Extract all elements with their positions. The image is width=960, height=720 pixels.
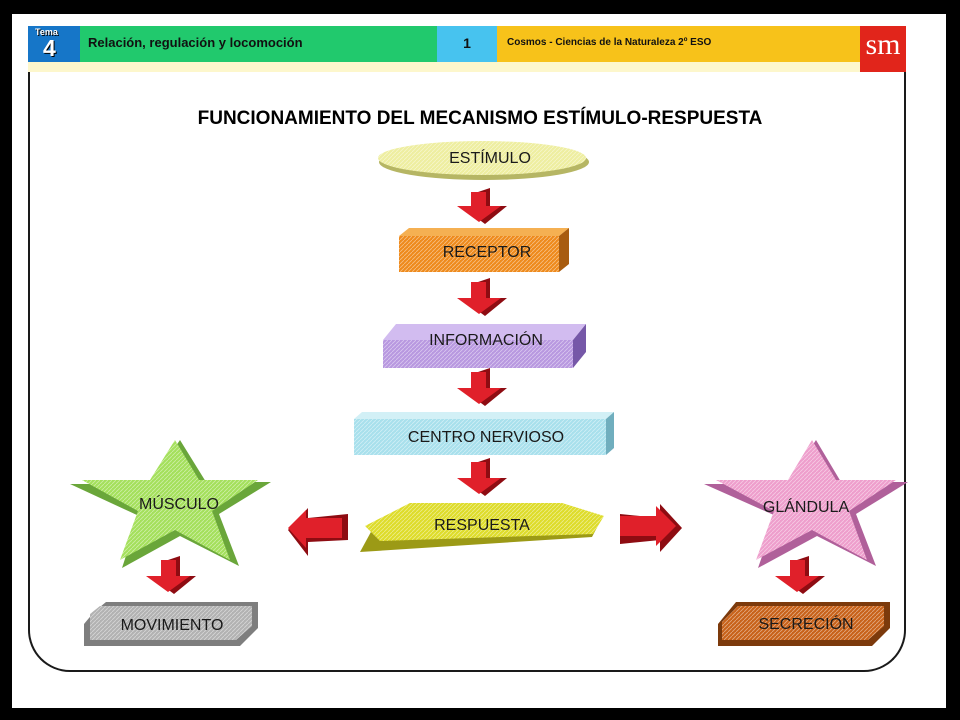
page-number: 1 [463,35,471,51]
node-centro-nervioso: CENTRO NERVIOSO [354,412,614,455]
node-receptor: RECEPTOR [399,228,569,272]
red-block-arrow-icon [457,278,507,316]
respuesta-label: RESPUESTA [434,517,530,534]
red-block-arrow-icon [457,458,507,496]
red-block-arrow-icon [146,556,196,594]
musculo-label: MÚSCULO [139,494,219,513]
node-movimiento: MOVIMIENTO [84,602,258,646]
red-block-arrow-icon [457,188,507,224]
publisher-logo-text: sm [865,28,901,61]
page-title: FUNCIONAMIENTO DEL MECANISMO ESTÍMULO-RE… [197,108,763,129]
publisher-logo: sm [860,26,906,72]
movimiento-label: MOVIMIENTO [121,617,224,634]
red-block-arrow-icon [288,508,348,556]
centro-label: CENTRO NERVIOSO [408,429,564,446]
node-glandula: GLÁNDULA [704,440,908,568]
node-musculo: MÚSCULO [70,440,271,568]
book-bar: Cosmos - Ciencias de la Naturaleza 2º ES… [497,26,860,62]
red-block-arrow-icon [620,504,682,552]
secrecion-label: SECRECIÓN [758,614,853,633]
estimulo-label: ESTÍMULO [449,148,531,167]
slide-frame [28,28,906,672]
red-block-arrow-icon [775,556,825,594]
red-block-arrow-icon [457,368,507,406]
tema-label: Tema [35,27,58,37]
tema-number: 4 [43,35,56,61]
glandula-label: GLÁNDULA [763,497,850,516]
header-strip [28,62,860,72]
book-title: Cosmos - Ciencias de la Naturaleza 2º ES… [507,37,712,48]
node-estimulo: ESTÍMULO [378,141,589,180]
receptor-label: RECEPTOR [443,244,532,261]
slide-header: Tema 4 Relación, regulación y locomoción… [28,26,906,72]
topic-title: Relación, regulación y locomoción [88,35,303,50]
informacion-label: INFORMACIÓN [429,330,543,349]
node-informacion: INFORMACIÓN [383,324,586,368]
node-respuesta: RESPUESTA [360,503,604,552]
page-box: 1 [437,26,497,62]
tema-badge: Tema 4 [28,26,80,62]
node-secrecion: SECRECIÓN [718,602,890,646]
topic-bar: Relación, regulación y locomoción [80,26,437,62]
